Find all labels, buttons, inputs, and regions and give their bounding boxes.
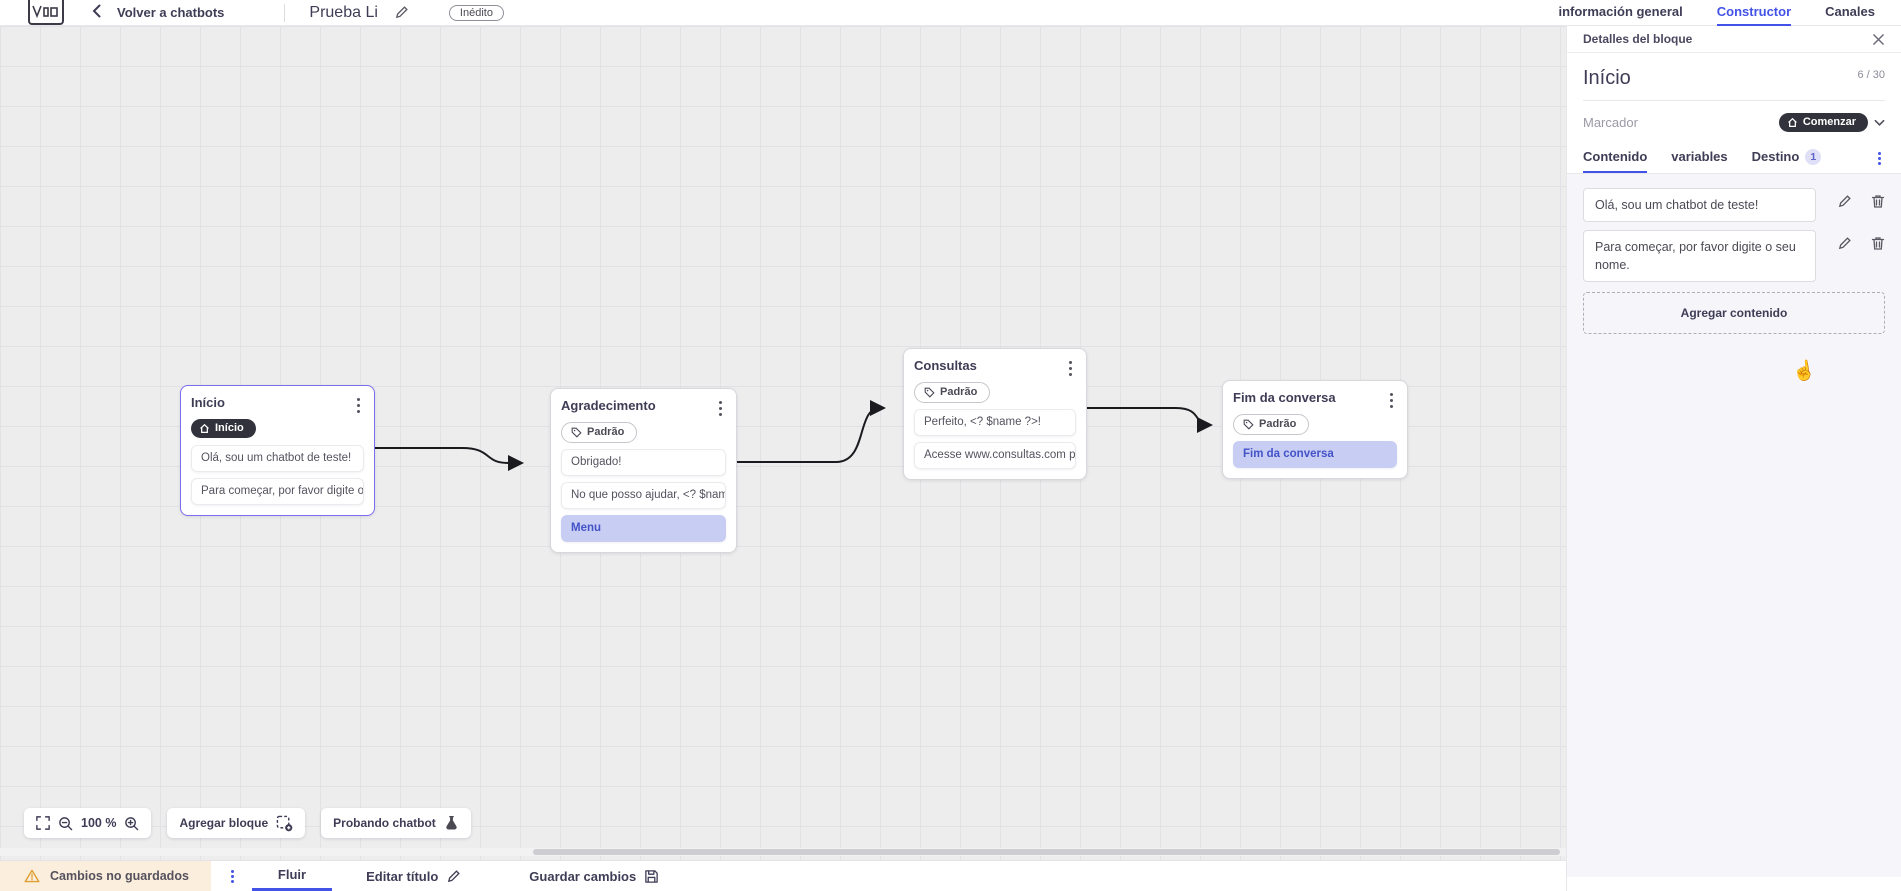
delete-content-icon[interactable] — [1871, 194, 1885, 209]
flask-icon — [444, 815, 459, 831]
bottom-bar: Cambios no guardados Fluir Editar título… — [0, 860, 1566, 891]
topbar-tabs: información general Constructor Canales — [1558, 0, 1901, 26]
tag-icon — [1243, 419, 1254, 430]
mouse-cursor: ☝ — [1790, 359, 1818, 384]
status-badge: Inédito — [448, 4, 504, 21]
chevron-down-icon[interactable] — [1874, 119, 1885, 127]
warning-icon — [24, 869, 40, 883]
block-menu-item[interactable]: Menu — [561, 515, 726, 542]
edit-content-icon[interactable] — [1837, 236, 1852, 251]
flow-connectors — [375, 400, 1213, 471]
start-badge: Início — [191, 419, 256, 438]
type-badge: Padrão — [1233, 414, 1310, 435]
content-text-field[interactable]: Olá, sou um chatbot de teste! — [1583, 188, 1816, 223]
canvas-toolbar: 100 % Agregar bloque Probando chatbot — [24, 808, 471, 838]
content-row: Para começar, por favor digite o seu nom… — [1583, 230, 1885, 283]
flow-block-agradecimento[interactable]: Agradecimento Padrão Obrigado! No que po… — [550, 388, 737, 553]
tag-icon — [924, 387, 935, 398]
tab-contenido[interactable]: Contenido — [1583, 142, 1648, 173]
topbar-divider — [284, 3, 286, 22]
add-content-button[interactable]: Agregar contenido — [1583, 292, 1885, 335]
block-menu-icon[interactable] — [357, 398, 360, 401]
tag-icon — [571, 427, 582, 438]
block-details-panel: Detalles del bloque Início 6 / 30 Marcad… — [1566, 26, 1901, 891]
delete-content-icon[interactable] — [1871, 236, 1885, 251]
back-chevron-icon[interactable] — [92, 4, 101, 22]
type-badge: Padrão — [561, 422, 638, 443]
zoom-level: 100 % — [81, 816, 117, 830]
home-icon — [200, 423, 209, 433]
marker-value-button[interactable]: Comenzar — [1778, 113, 1868, 132]
scrollbar-thumb[interactable] — [533, 849, 1560, 855]
add-block-button[interactable]: Agregar bloque — [167, 808, 306, 838]
zoom-controls: 100 % — [24, 808, 152, 838]
panel-title: Detalles del bloque — [1583, 32, 1693, 46]
add-block-icon — [276, 815, 293, 832]
save-changes-button[interactable]: Guardar cambios — [509, 861, 679, 891]
content-text-field[interactable]: Para começar, por favor digite o seu nom… — [1583, 230, 1816, 283]
block-message-item[interactable]: Obrigado! — [561, 449, 726, 476]
flow-block-consultas[interactable]: Consultas Padrão Perfeito, <? $name ?>! … — [903, 348, 1087, 480]
edit-title-pencil-icon[interactable] — [394, 5, 409, 20]
block-menu-icon[interactable] — [719, 401, 722, 404]
type-badge: Padrão — [914, 382, 991, 403]
flow-menu-icon[interactable] — [230, 870, 234, 873]
test-chatbot-button[interactable]: Probando chatbot — [321, 808, 471, 838]
block-menu-icon[interactable] — [1390, 393, 1393, 396]
chatbot-title: Prueba Li — [309, 3, 378, 21]
home-icon — [1787, 117, 1797, 127]
canvas-horizontal-scrollbar[interactable] — [0, 848, 1566, 856]
block-title: Consultas — [914, 358, 977, 373]
panel-footer — [1567, 877, 1901, 891]
char-counter: 6 / 30 — [1857, 69, 1885, 81]
block-message-item[interactable]: Acesse www.consultas.com par... — [914, 442, 1076, 469]
block-name-field[interactable]: Início — [1583, 67, 1631, 89]
block-title: Início — [191, 395, 225, 410]
tab-constructor[interactable]: Constructor — [1716, 0, 1792, 26]
block-menu-icon[interactable] — [1069, 361, 1072, 364]
back-to-chatbots-link[interactable]: Volver a chatbots — [117, 5, 225, 20]
destino-count-badge: 1 — [1805, 148, 1822, 165]
panel-tabs: Contenido variables Destino 1 — [1567, 142, 1901, 174]
block-message-item[interactable]: Olá, sou um chatbot de teste! — [191, 444, 364, 472]
flow-block-fim-da-conversa[interactable]: Fim da conversa Padrão Fim da conversa — [1222, 380, 1408, 479]
pencil-icon — [446, 869, 461, 884]
zoom-in-icon[interactable] — [124, 816, 139, 831]
flow-block-inicio[interactable]: Início Início Olá, sou um chatbot de tes… — [180, 385, 375, 516]
fit-screen-icon[interactable] — [36, 816, 50, 830]
edit-content-icon[interactable] — [1837, 194, 1852, 209]
block-title: Fim da conversa — [1233, 390, 1336, 405]
content-row: Olá, sou um chatbot de teste! — [1583, 188, 1885, 223]
save-icon — [644, 869, 659, 884]
content-list: Olá, sou um chatbot de teste! Para começ… — [1567, 174, 1901, 877]
panel-menu-icon[interactable] — [1878, 151, 1881, 155]
tab-fluir[interactable]: Fluir — [251, 861, 333, 891]
divider — [1583, 100, 1885, 101]
top-bar: Volver a chatbots Prueba Li Inédito info… — [0, 0, 1901, 26]
zoom-out-icon[interactable] — [58, 816, 73, 831]
flow-canvas[interactable]: Início Início Olá, sou um chatbot de tes… — [0, 26, 1566, 860]
block-title: Agradecimento — [561, 398, 656, 413]
block-message-item[interactable]: Para começar, por favor digite o ... — [191, 477, 364, 505]
unsaved-changes-notice: Cambios no guardados — [0, 861, 211, 891]
tab-destino[interactable]: Destino 1 — [1752, 142, 1822, 173]
marker-label: Marcador — [1583, 115, 1638, 130]
block-message-item[interactable]: No que posso ajudar, <? $name ... — [561, 482, 726, 509]
tab-variables[interactable]: variables — [1671, 149, 1728, 164]
tab-canales[interactable]: Canales — [1825, 4, 1875, 19]
block-end-item[interactable]: Fim da conversa — [1233, 441, 1397, 468]
edit-title-button[interactable]: Editar título — [346, 861, 481, 891]
close-icon[interactable] — [1872, 33, 1885, 46]
app-logo — [28, 0, 64, 25]
block-message-item[interactable]: Perfeito, <? $name ?>! — [914, 409, 1076, 436]
tab-informacion-general[interactable]: información general — [1558, 4, 1683, 19]
